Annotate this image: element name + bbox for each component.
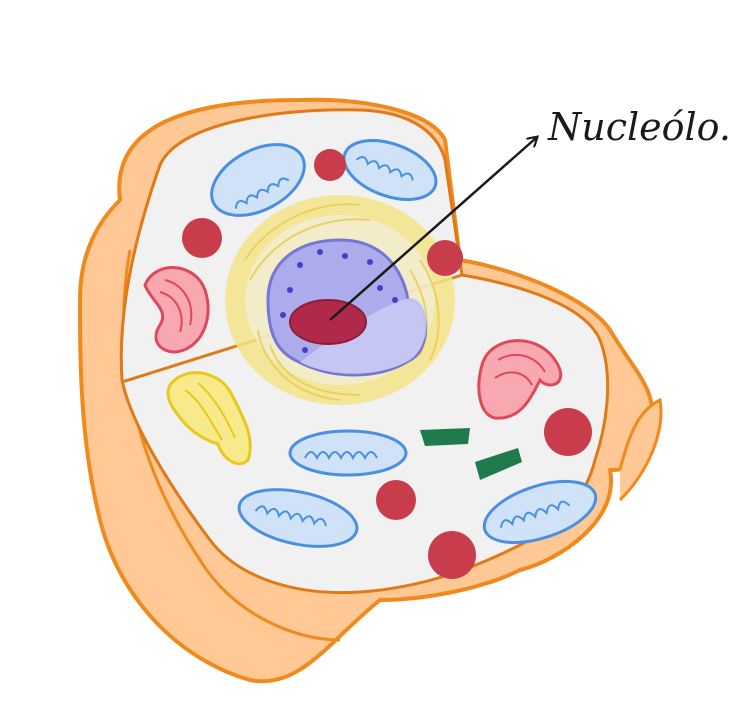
rough-er-left [143,266,210,354]
mitochondrion [482,479,598,545]
nucleolus [289,299,367,345]
lysosome [428,531,476,579]
nucleolus-label: Nucleólo. [547,105,731,149]
mitochondrion [210,143,306,217]
smooth-er [166,371,252,466]
lysosome [427,240,463,276]
green-organelles [420,428,522,480]
green-organelle [475,448,522,480]
rough-er-right [477,339,563,420]
chromatin-dots [280,249,398,353]
mitochondrion [237,488,359,548]
green-organelle [420,428,470,446]
lysosome [182,218,222,258]
label-arrow [329,138,536,321]
lysosome [314,149,346,181]
lysosomes [182,149,592,579]
mitochondria [210,139,598,548]
lysosome [376,480,416,520]
lysosome [544,408,592,456]
mitochondrion [342,139,438,201]
mitochondrion [288,429,408,477]
